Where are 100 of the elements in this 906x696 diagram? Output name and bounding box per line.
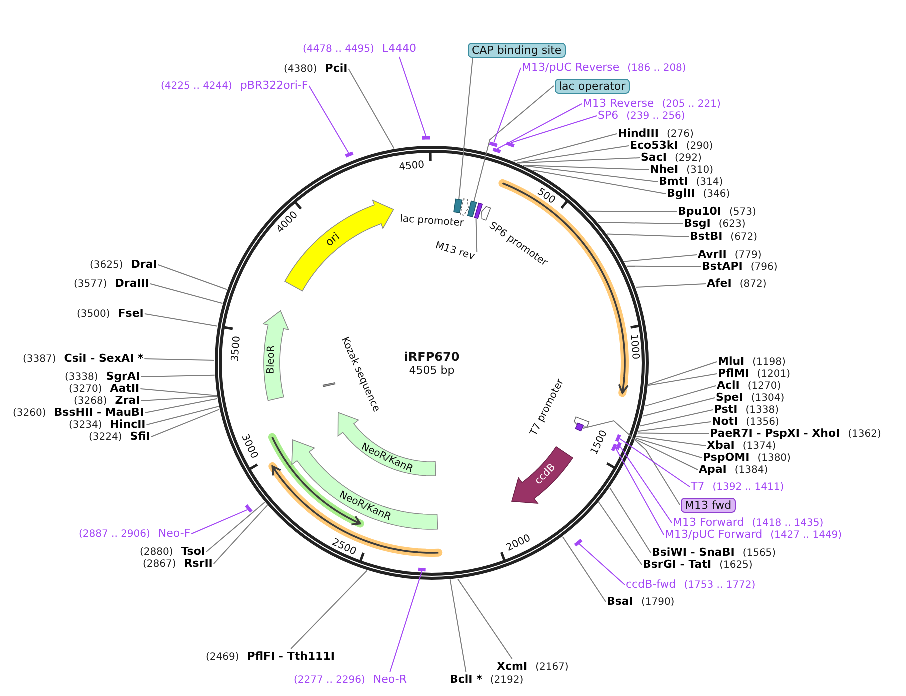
- leader-line: [648, 362, 718, 386]
- leader-line: [620, 446, 672, 524]
- feature-label: BleoR: [266, 346, 278, 375]
- leader-line: [308, 86, 350, 154]
- enzyme-name: SfiI: [130, 430, 150, 443]
- primer-position: (186 .. 208): [628, 62, 686, 75]
- enzyme-name: AclI: [717, 379, 740, 392]
- cut-position: (3234): [69, 419, 102, 432]
- cut-position: (796): [750, 261, 778, 274]
- cut-position: (1565): [742, 547, 776, 560]
- primer-name: ccdB-fwd: [626, 578, 676, 591]
- leader-line: [144, 398, 218, 414]
- tick-label: 1000: [627, 334, 642, 360]
- tick-label: 3000: [238, 433, 260, 462]
- leader-line: [390, 571, 423, 672]
- tick-label: 2500: [330, 538, 359, 560]
- primer-position: (2277 .. 2296): [294, 674, 366, 687]
- enzyme-name: NotI: [712, 415, 738, 428]
- primer-name: SP6: [598, 109, 619, 122]
- cut-position: (3577): [74, 278, 108, 291]
- leader-line: [640, 410, 714, 427]
- leader-line: [579, 544, 626, 586]
- leader-line: [457, 578, 513, 660]
- leader-line: [494, 68, 522, 144]
- enzyme-name: DraI: [131, 258, 158, 271]
- primer-name: Neo-R: [373, 673, 407, 686]
- primer-position: (1753 .. 1772): [684, 579, 756, 592]
- plasmid-size: 4505 bp: [409, 365, 455, 377]
- cut-position: (3270): [69, 383, 102, 396]
- cut-position: (573): [730, 206, 756, 219]
- leader-line: [290, 570, 368, 650]
- enzyme-name: RsrII: [184, 557, 213, 570]
- leader-line: [158, 264, 228, 290]
- enzyme-name: PflMI: [718, 367, 750, 380]
- cut-position: (1338): [746, 404, 780, 417]
- leader-line: [144, 314, 218, 327]
- enzyme-name: BclI *: [450, 673, 482, 686]
- cut-position: (623): [718, 218, 746, 231]
- leader-line: [642, 398, 716, 417]
- cut-position: (1374): [742, 440, 776, 452]
- cut-position: (3268): [74, 395, 108, 408]
- cut-position: (1790): [641, 596, 675, 609]
- leader-line: [522, 165, 650, 170]
- cut-position: (1362): [848, 428, 882, 441]
- leader-line: [348, 68, 395, 150]
- leader-line: [637, 432, 710, 434]
- primer-position: (205 .. 221): [662, 98, 721, 111]
- enzyme-name: BsiWI - SnaBI: [652, 546, 735, 559]
- enzyme-name: PaeR7I - PspXI - XhoI: [710, 427, 840, 440]
- cut-position: (290): [686, 140, 714, 153]
- cut-position: (310): [686, 164, 714, 177]
- enzyme-name: PstI: [714, 403, 738, 416]
- leader-line: [398, 56, 427, 137]
- cut-position: (779): [734, 249, 762, 262]
- primer-name: L4440: [382, 42, 417, 55]
- cut-position: (3260): [13, 407, 46, 420]
- enzyme-name: BssHII - MauBI: [54, 406, 144, 419]
- enzyme-name: PflFI - Tth111I: [247, 650, 335, 663]
- leader-line: [140, 374, 216, 378]
- leader-line: [518, 158, 640, 164]
- enzyme-name: BstAPI: [702, 260, 743, 273]
- cut-position: (276): [666, 128, 694, 140]
- enzyme-name: HindIII: [618, 127, 659, 140]
- enzyme-name: SpeI: [716, 391, 744, 404]
- cut-position: (3625): [90, 259, 124, 272]
- enzyme-name: HincII: [110, 418, 146, 431]
- cut-position: (1380): [758, 452, 791, 465]
- enzyme-name: BsrGI - TatI: [643, 558, 712, 571]
- cut-position: (2867): [143, 558, 176, 571]
- leader-line: [648, 374, 718, 386]
- tick-label: 2000: [505, 533, 534, 556]
- leader-line: [191, 509, 248, 534]
- enzyme-name: Eco53kI: [630, 139, 678, 152]
- cut-position: (1304): [751, 392, 785, 405]
- leader-line: [635, 439, 698, 470]
- enzyme-name: BstBI: [690, 230, 723, 243]
- enzyme-name: DraIII: [115, 277, 150, 290]
- leader-line: [610, 487, 652, 554]
- enzyme-name: XbaI: [707, 439, 735, 452]
- feature-label: lac promoter: [400, 214, 464, 230]
- primer-position: (1418 .. 1435): [752, 517, 824, 530]
- leader-line: [497, 104, 582, 150]
- cut-position: (1270): [748, 380, 782, 393]
- primer-name: M13 Forward: [673, 516, 744, 529]
- enzyme-name: BglII: [667, 187, 696, 200]
- leader-line: [476, 218, 478, 252]
- leader-line: [140, 396, 218, 402]
- cut-position: (1625): [720, 559, 753, 572]
- cut-position: (1384): [734, 464, 768, 477]
- leader-line: [587, 210, 678, 212]
- leader-line: [636, 436, 706, 446]
- leader-line: [140, 388, 218, 396]
- feature-label: M13 rev: [434, 240, 476, 264]
- leader-line: [598, 222, 684, 224]
- primer-name: M13/pUC Reverse: [522, 61, 620, 74]
- leader-line: [638, 422, 712, 432]
- enzyme-name: ZraI: [115, 394, 140, 407]
- cut-position: (346): [703, 188, 730, 201]
- enzyme-name: BmtI: [659, 175, 688, 188]
- primer-position: (4225 .. 4244): [161, 80, 232, 93]
